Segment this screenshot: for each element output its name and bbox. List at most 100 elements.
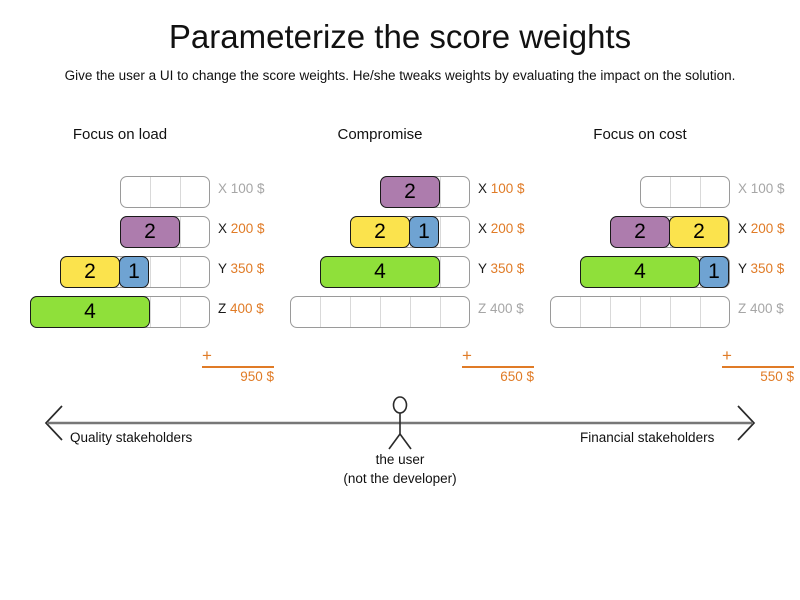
slider-cell[interactable] <box>611 297 641 327</box>
slider-segment-green[interactable]: 4 <box>580 256 700 288</box>
segment-value: 4 <box>374 260 386 283</box>
row-label: Z 400 $ <box>738 301 784 316</box>
slider-track[interactable] <box>120 176 210 208</box>
row-price: 100 $ <box>490 181 525 196</box>
plus-sign: + <box>722 346 732 365</box>
slider-cell[interactable] <box>671 297 701 327</box>
segment-value: 1 <box>128 260 140 283</box>
total-value: 650 $ <box>500 369 534 384</box>
slider-segment-green[interactable]: 4 <box>320 256 440 288</box>
row-label: X 100 $ <box>218 181 265 196</box>
slider-cell[interactable] <box>411 297 441 327</box>
slider-segment-blue[interactable]: 1 <box>119 256 149 288</box>
segment-value: 1 <box>418 220 430 243</box>
row-letter: X <box>738 181 748 196</box>
slider-segment-purple[interactable]: 2 <box>380 176 440 208</box>
slider-segments[interactable]: 4 <box>320 256 440 288</box>
row-price: 200 $ <box>490 221 525 236</box>
row-label: X 100 $ <box>738 181 785 196</box>
weight-slider-row[interactable]: X 100 $ <box>0 176 310 208</box>
row-letter: X <box>478 181 488 196</box>
segment-value: 2 <box>374 220 386 243</box>
row-label: X 200 $ <box>738 221 785 236</box>
stakeholder-axis: Quality stakeholders Financial stakehold… <box>0 392 800 512</box>
sum-rule <box>202 366 274 368</box>
slider-cell[interactable] <box>701 177 729 207</box>
column-total: +550 $ <box>722 346 794 387</box>
slider-segment-blue[interactable]: 1 <box>699 256 729 288</box>
slider-segment-yellow[interactable]: 2 <box>669 216 729 248</box>
slider-segment-yellow[interactable]: 2 <box>350 216 410 248</box>
slider-segment-green[interactable]: 4 <box>30 296 150 328</box>
slider-cell[interactable] <box>291 297 321 327</box>
slider-cell-grid <box>121 177 209 207</box>
slider-cell[interactable] <box>351 297 381 327</box>
slider-cell[interactable] <box>381 297 411 327</box>
axis-caption-right: Financial stakeholders <box>580 430 715 445</box>
weight-slider-row[interactable]: Z 400 $ <box>410 296 800 328</box>
slider-segment-yellow[interactable]: 2 <box>60 256 120 288</box>
row-label: Y 350 $ <box>738 261 784 276</box>
total-value: 950 $ <box>240 369 274 384</box>
slider-cell[interactable] <box>411 217 441 247</box>
row-letter: Y <box>218 261 227 276</box>
user-caption: the user (not the developer) <box>300 450 500 488</box>
row-price: 350 $ <box>490 261 525 276</box>
slider-cell-grid <box>551 297 729 327</box>
slider-cell[interactable] <box>121 177 151 207</box>
row-price: 100 $ <box>230 181 265 196</box>
slider-track[interactable] <box>290 296 470 328</box>
slider-track[interactable] <box>640 176 730 208</box>
slider-cell[interactable] <box>151 217 181 247</box>
slider-cell[interactable] <box>151 177 181 207</box>
weight-slider-row[interactable]: Z 400 $ <box>150 296 570 328</box>
weight-slider-row[interactable]: 2 X 200 $ <box>0 216 310 248</box>
slider-cell[interactable] <box>151 257 181 287</box>
axis-arrow-svg <box>44 396 756 450</box>
slider-segments[interactable]: 4 <box>30 296 150 328</box>
slider-cell[interactable] <box>151 297 181 327</box>
slider-cell[interactable] <box>671 177 701 207</box>
row-letter: Y <box>738 261 747 276</box>
weight-slider-row[interactable]: 4 Y 350 $ <box>150 256 570 288</box>
row-label: X 200 $ <box>218 221 265 236</box>
slider-segment-blue[interactable]: 1 <box>409 216 439 248</box>
slider-cell[interactable] <box>411 257 441 287</box>
slider-cell[interactable] <box>641 297 671 327</box>
segment-value: 2 <box>144 220 156 243</box>
slider-cell[interactable] <box>701 297 729 327</box>
slider-segment-purple[interactable]: 2 <box>120 216 180 248</box>
slider-cell[interactable] <box>551 297 581 327</box>
weight-slider-row[interactable]: 2 X 100 $ <box>150 176 570 208</box>
slider-segments[interactable]: 2 <box>120 216 180 248</box>
slider-track[interactable] <box>550 296 730 328</box>
row-letter: X <box>218 221 228 236</box>
axis-caption-left: Quality stakeholders <box>70 430 193 445</box>
slider-segments[interactable]: 2 <box>380 176 440 208</box>
column-heading: Compromise <box>337 126 423 143</box>
weight-slider-row[interactable]: X 100 $ <box>410 176 800 208</box>
column-heading: Focus on load <box>72 126 168 143</box>
row-price: 350 $ <box>750 261 785 276</box>
slider-segment-purple[interactable]: 2 <box>610 216 670 248</box>
slider-cell[interactable] <box>121 257 151 287</box>
slider-cell[interactable] <box>411 177 441 207</box>
slider-cell-grid <box>291 297 469 327</box>
slider-cell[interactable] <box>121 297 151 327</box>
user-caption-line1: the user <box>375 452 425 467</box>
column-heading: Focus on cost <box>593 126 687 143</box>
slider-cell[interactable] <box>581 297 611 327</box>
row-label: Y 350 $ <box>218 261 264 276</box>
slider-cell[interactable] <box>321 297 351 327</box>
plus-sign: + <box>462 346 472 365</box>
slider-cell[interactable] <box>641 177 671 207</box>
